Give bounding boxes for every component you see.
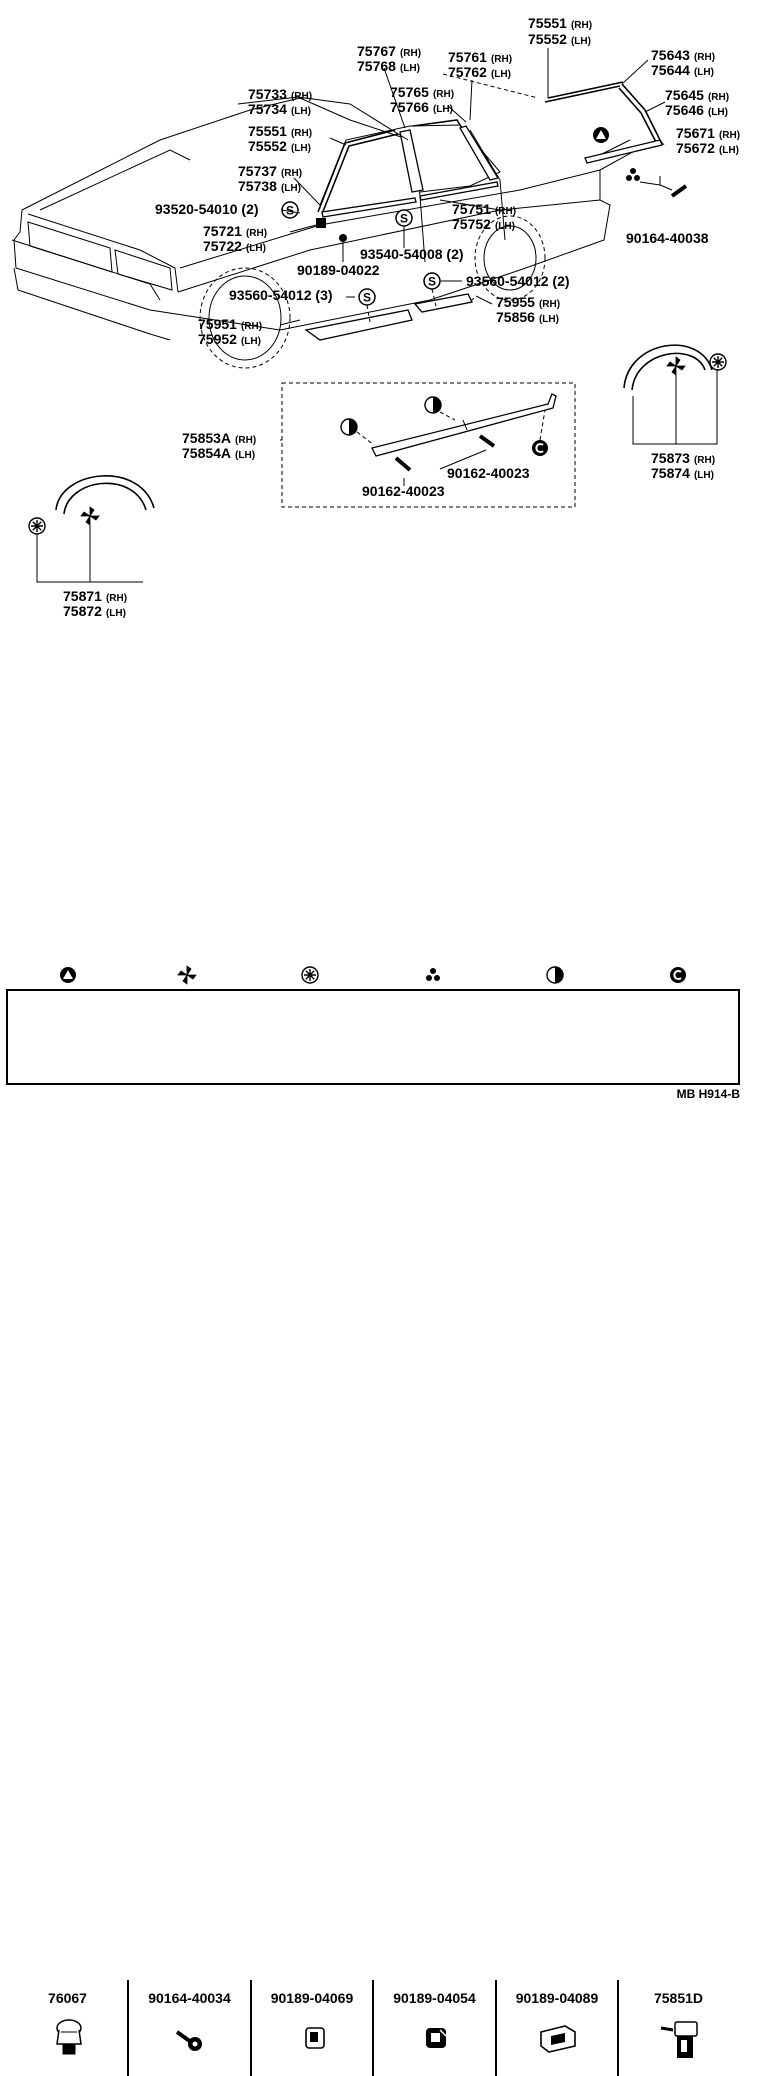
s-circle-icon: [395, 209, 413, 227]
legend-cell: 90189-04054: [374, 1980, 497, 2076]
legend-part-number: 90189-04069: [270, 1990, 354, 2006]
callout-labels: 75551(RH)75552(LH)75767(RH)75768(LH)7576…: [63, 15, 740, 619]
part-callout: 75955(RH): [496, 294, 560, 310]
wheel-arch-rear-exploded: [623, 344, 727, 445]
c-in-circle-icon: [669, 966, 687, 984]
part-callout: 75672(LH): [676, 140, 739, 156]
part-callout: 75872(LH): [63, 603, 126, 619]
part-callout: 75874(LH): [651, 465, 714, 481]
legend-part-number: 90189-04089: [515, 1990, 599, 2006]
legend-part-number: 75851D: [653, 1990, 704, 2006]
part-callout: 75671(RH): [676, 125, 740, 141]
legend-part-number: 90164-40034: [148, 1990, 231, 2006]
triangle-in-circle-icon: [593, 127, 609, 143]
s-circle-icon: [358, 288, 376, 306]
wheel-arch-front-exploded: [28, 475, 155, 583]
screw-90164-40038: [670, 184, 688, 198]
legend-part-number: 90189-04054: [393, 1990, 476, 2006]
part-callout: 75762(LH): [448, 64, 511, 80]
diagram-reference: MB H914-B: [676, 1087, 740, 1101]
part-callout: 75552(LH): [248, 138, 311, 154]
pinwheel-icon: [177, 965, 197, 985]
screw-part-drawing: [175, 2030, 202, 2051]
part-callout: 75737(RH): [238, 163, 302, 179]
clip-90189-04022: [339, 234, 347, 242]
part-callout: 75871(RH): [63, 588, 127, 604]
part-callout: 75766(LH): [390, 99, 453, 115]
part-callout: 75952(LH): [198, 331, 261, 347]
part-callout: 93520-54010 (2): [155, 201, 259, 217]
part-callout: 75951(RH): [198, 316, 262, 332]
part-callout: 75721(RH): [203, 223, 267, 239]
legend-cell: 75851D: [619, 1980, 738, 2076]
part-callout: 75853A(RH): [182, 430, 256, 446]
part-callout: 90164-40038: [626, 230, 709, 246]
clip-part-drawing: [660, 2021, 698, 2058]
nut-part-drawing: [426, 2028, 447, 2048]
triangle-in-circle-icon: [60, 967, 76, 983]
legend-cell: 90164-40034: [129, 1980, 252, 2076]
rocker-molding-exploded: [281, 382, 576, 508]
part-callout: 93540-54008 (2): [360, 246, 464, 262]
part-callout: 75734(LH): [248, 101, 311, 117]
legend-cell: 90189-04069: [252, 1980, 374, 2076]
part-callout: 75551(RH): [248, 123, 312, 139]
part-callout: 75856(LH): [496, 309, 559, 325]
part-callout: 75767(RH): [357, 43, 421, 59]
asterisk-in-circle-icon: [301, 966, 319, 984]
legend-cell: 90189-04089: [497, 1980, 619, 2076]
half-filled-circle-icon: [546, 966, 564, 984]
s-circle-icon: [423, 272, 441, 290]
part-callout: 90162-40023: [362, 483, 445, 499]
three-dots-icon: [626, 168, 640, 181]
part-callout: 90189-04022: [297, 262, 380, 278]
part-callout: 75643(RH): [651, 47, 715, 63]
part-callout: 75738(LH): [238, 178, 301, 194]
part-callout: 75552(LH): [528, 31, 591, 47]
nut-part-drawing: [305, 2027, 325, 2049]
part-callout: 75722(LH): [203, 238, 266, 254]
part-callout: 75646(LH): [665, 102, 728, 118]
part-callout: 75873(RH): [651, 450, 715, 466]
fastener-legend-table: 76067 90164-40034 90189-04069 90189-0405…: [6, 989, 740, 2076]
part-callout: 75854A(LH): [182, 445, 255, 461]
clip-part-drawing: [56, 2019, 82, 2055]
part-callout: 93560-54012 (3): [229, 287, 333, 303]
part-callout: 75644(LH): [651, 62, 714, 78]
part-callout: 75733(RH): [248, 86, 312, 102]
part-callout: 75551(RH): [528, 15, 592, 31]
part-callout: 75761(RH): [448, 49, 512, 65]
legend-cell: 76067: [8, 1980, 129, 2076]
nut-part-drawing: [540, 2025, 576, 2053]
part-callout: 75752(LH): [452, 216, 515, 232]
leader-lines: [237, 48, 673, 486]
part-callout: 75751(RH): [452, 201, 516, 217]
three-dots-icon: [426, 968, 440, 981]
moldings: [304, 81, 663, 341]
part-callout: 93560-54012 (2): [466, 273, 570, 289]
part-callout: 75765(RH): [390, 84, 454, 100]
part-callout: 90162-40023: [447, 465, 530, 481]
part-callout: 75645(RH): [665, 87, 729, 103]
part-callout: 75768(LH): [357, 58, 420, 74]
legend-part-number: 76067: [48, 1990, 87, 2006]
parts-diagram: S: [11, 15, 740, 619]
